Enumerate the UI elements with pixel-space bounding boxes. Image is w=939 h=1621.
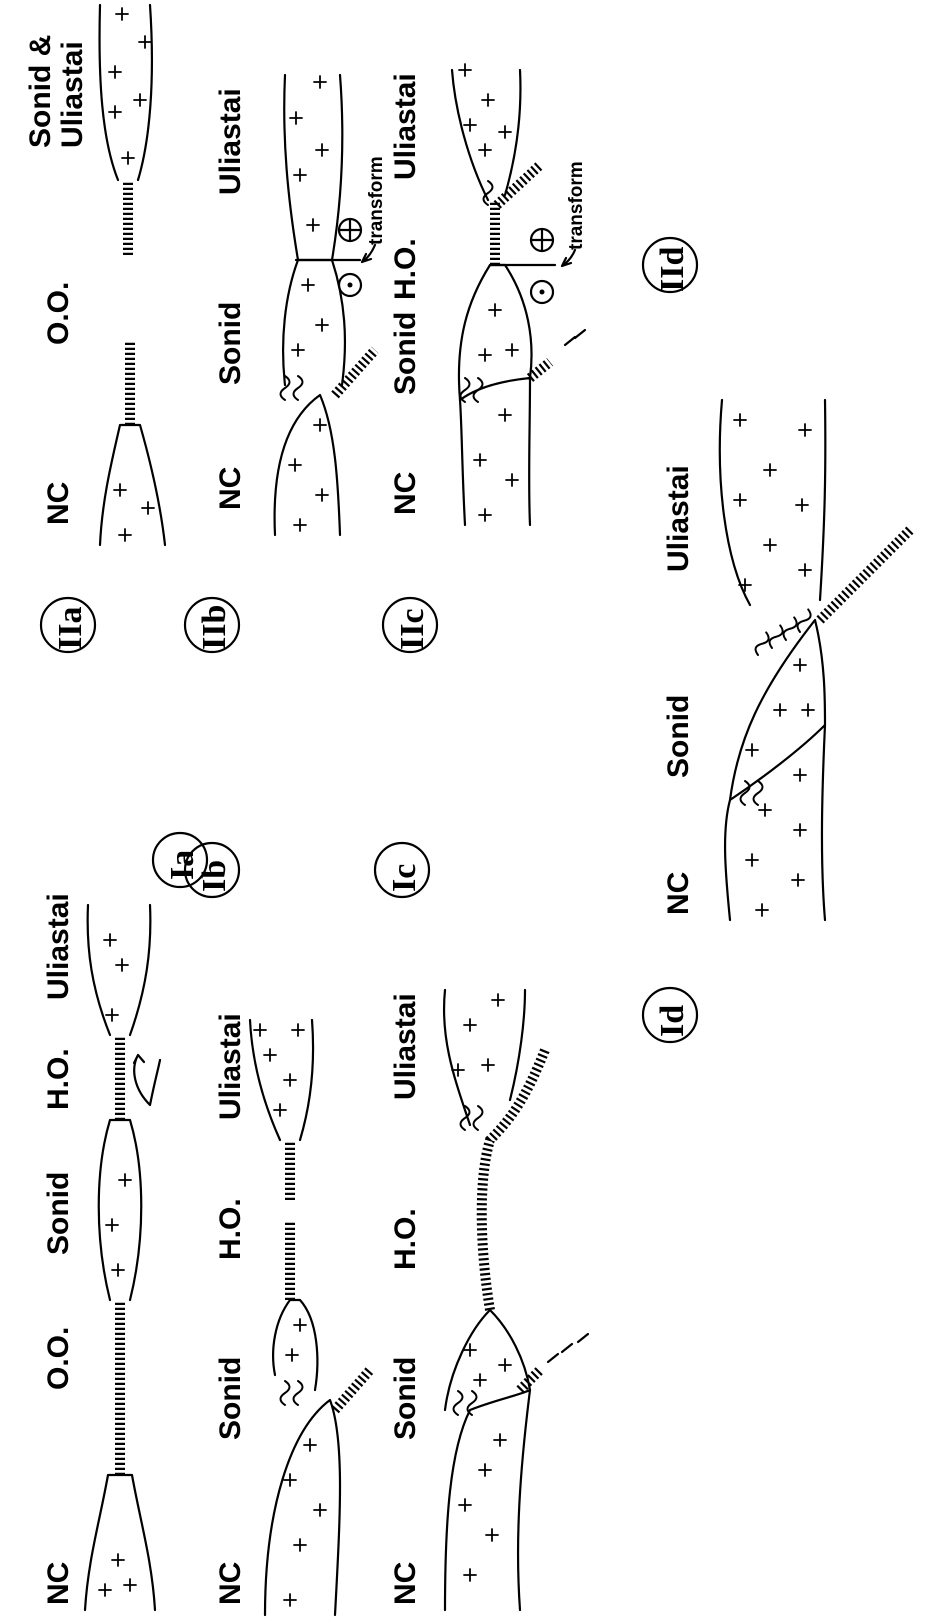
place-label-sonid: Sonid [389, 1357, 422, 1440]
continental-block-uliastai [450, 68, 522, 202]
stage-label-Ia: Ia [164, 850, 201, 880]
annotation-transform: transform [366, 156, 387, 245]
subducting-slab-lower [526, 358, 554, 382]
place-label-uliastai: Uliastai [214, 1013, 247, 1120]
place-label-sonid: Sonid [389, 312, 422, 395]
deformation-squiggles [452, 1105, 484, 1416]
continental-block-uliastai [442, 988, 527, 1127]
stage-Id: NC Sonid Uliastai Id [641, 398, 914, 1044]
place-label-nc: NC [42, 482, 75, 525]
place-label-sonid: Sonid [662, 695, 695, 778]
subducting-slab-upper [493, 161, 544, 209]
place-label-uliastai: Uliastai [662, 465, 695, 572]
stage-badge-Ib [183, 841, 241, 899]
stage-badge-Id [641, 986, 699, 1044]
stage-label-Id: Id [654, 1005, 691, 1037]
place-label-nc: NC [42, 1562, 75, 1605]
motion-out-icon [529, 279, 555, 305]
stage-IIa: NC O.O. Sonid & Uliastai IIa [24, 3, 167, 654]
continental-block-nc [98, 423, 167, 547]
stage-IIb: NC Sonid Uliastai transform IIb [183, 73, 387, 654]
continental-block-nc [83, 1473, 157, 1612]
stage-label-IId: IId [654, 247, 691, 292]
subducting-slab [331, 346, 379, 399]
stage-label-Ic: Ic [386, 864, 423, 892]
place-label-sonid: Sonid [42, 1172, 75, 1255]
place-label-uliastai: Uliastai [42, 893, 75, 1000]
continental-block-uliastai [86, 903, 152, 1037]
continental-block-sonid [272, 1298, 319, 1392]
crust-plus-marks [733, 413, 815, 917]
stage-Ic: NC Sonid H.O. Uliastai Ic [373, 841, 590, 1612]
place-label-nc: NC [389, 472, 422, 515]
crust-plus-marks [451, 993, 512, 1582]
place-label-ho: H.O. [389, 1208, 422, 1270]
stage-label-IIc: IIc [394, 608, 431, 650]
stage-label-IIa: IIa [52, 607, 89, 650]
place-label-ho: H.O. [389, 238, 422, 300]
place-label-oo: O.O. [42, 282, 75, 345]
transform-symbols [529, 227, 577, 305]
deformation-squiggles [279, 1380, 304, 1406]
continental-block-sonid [728, 618, 827, 802]
spreading-arrow [132, 1053, 162, 1107]
continental-block-nc [443, 1388, 532, 1612]
transform-pointer [360, 243, 377, 264]
slab-fragments [546, 1332, 590, 1364]
place-label-ho: H.O. [214, 1198, 247, 1260]
stage-badge-IIc [381, 596, 439, 654]
stage-badge-IId [641, 236, 699, 294]
annotation-transform: transform [566, 161, 587, 250]
place-label-nc: NC [389, 1562, 422, 1605]
continental-block-uliastai [248, 1018, 315, 1142]
slab-fragments [563, 328, 587, 347]
continental-block-nc [458, 376, 532, 527]
subducting-slab [816, 526, 914, 624]
continental-block-nc [263, 1398, 342, 1617]
transform-symbols [337, 217, 377, 298]
place-label-nc: NC [214, 467, 247, 510]
continental-block-sonid [443, 1308, 532, 1412]
stage-IId: IId [641, 236, 699, 294]
place-label-uliastai: Uliastai [214, 88, 247, 195]
continental-block-sonid-uliastai [98, 3, 154, 182]
place-label-nc: NC [662, 872, 695, 915]
transform-pointer [560, 248, 577, 268]
place-label-nc: NC [214, 1562, 247, 1605]
continental-block-nc [273, 393, 342, 537]
continental-block-nc [723, 723, 827, 922]
continental-block-sonid [97, 1118, 143, 1302]
stage-label-IIb: IIb [196, 605, 233, 650]
continental-block-uliastai [718, 398, 827, 607]
subducting-slab [331, 1366, 374, 1414]
crust-plus-marks [288, 75, 329, 532]
place-label-sonid: Sonid [214, 302, 247, 385]
place-label-uliastai: Uliastai [389, 993, 422, 1100]
place-label-uliastai: Uliastai [56, 41, 89, 148]
stage-Ib: NC Sonid H.O. Uliastai Ib [183, 841, 374, 1617]
stage-badge-Ic [373, 841, 431, 899]
place-label-oo: O.O. [42, 1327, 75, 1390]
crust-plus-marks [108, 7, 155, 542]
stage-badge-IIb [183, 596, 241, 654]
stage-badge-Ia [151, 831, 209, 889]
stage-IIc: NC Sonid H.O. Uliastai transform [381, 63, 587, 654]
place-label-uliastai: Uliastai [389, 73, 422, 180]
stage-badge-IIa [39, 596, 97, 654]
place-label-sonid: Sonid [214, 1357, 247, 1440]
crust-plus-marks [458, 63, 519, 522]
oceanic-crust-path [476, 1048, 550, 1311]
crust-plus-marks [253, 1023, 327, 1607]
stage-Ia: NC O.O. Sonid H.O. Uliastai Ia [42, 831, 209, 1612]
place-label-sonid: Sonid & [24, 35, 57, 148]
place-label-ho: H.O. [42, 1048, 75, 1110]
continental-block-sonid [281, 258, 347, 387]
motion-out-icon [337, 272, 363, 298]
continental-block-uliastai [283, 73, 344, 262]
stage-label-Ib: Ib [196, 860, 233, 892]
